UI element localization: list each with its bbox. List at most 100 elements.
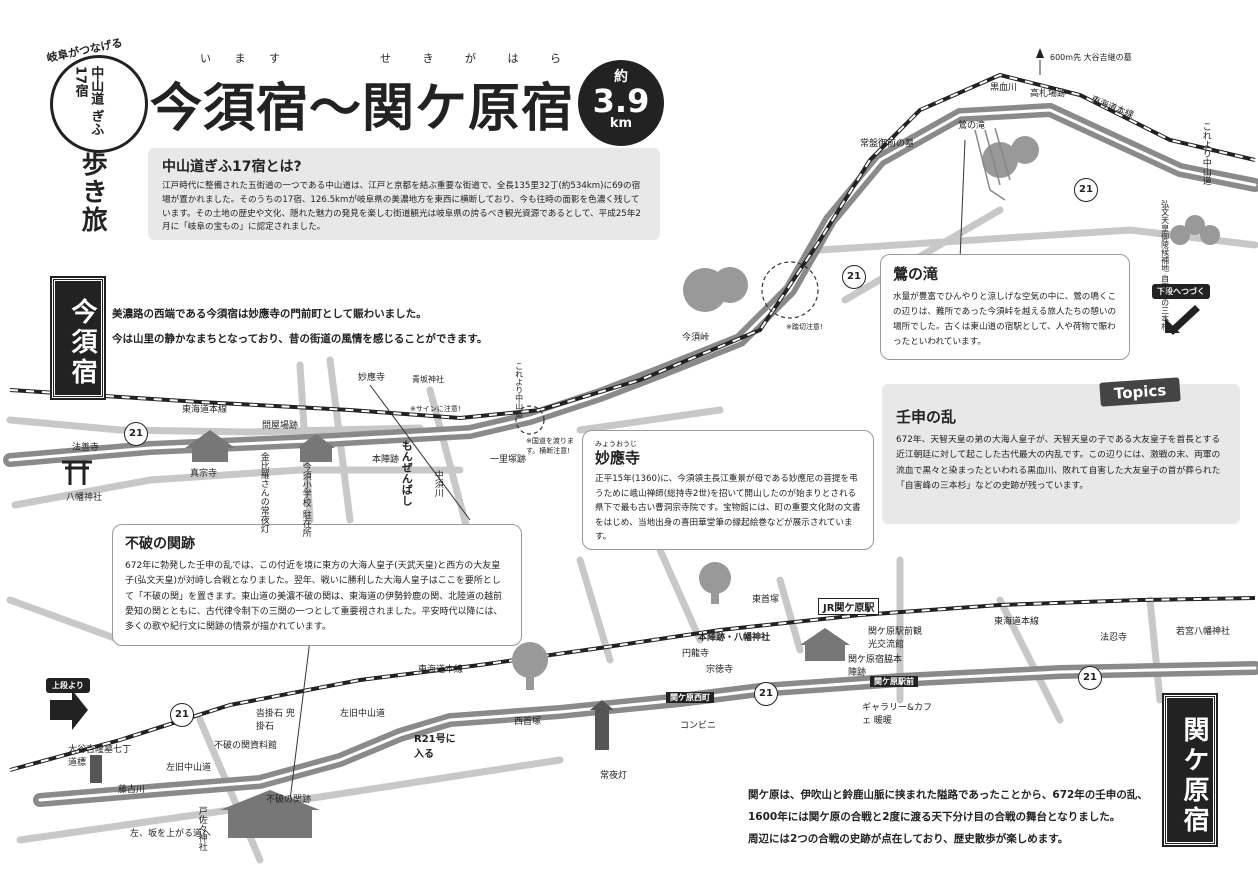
from-upper-label[interactable]: 上段より <box>46 678 90 693</box>
sekigahara-desc-line2: 1600年には関ケ原の合戦と2度に渡る天下分け目の合戦の舞台となりました。 <box>748 811 1121 824</box>
sasaka-shrine-label: 戸佐々神社 <box>196 806 207 851</box>
otani-label: 600m先 大谷吉継の墓 <box>1050 53 1132 62</box>
crossing-caution-label: ※踏切注意! <box>786 323 823 331</box>
route-21-marker: 21 <box>754 682 778 706</box>
down-arrow-shape <box>1168 305 1200 335</box>
uphill-label: 左、坂を上がる道へ <box>130 829 212 839</box>
imasu-school-label: 今須小学校 駐在所 <box>300 462 311 537</box>
topics-body: 672年、天智天皇の弟の大海人皇子が、天智天皇の子である大友皇子を首長とする近江… <box>896 435 1221 492</box>
ruby-imasu: い ま す <box>200 52 290 65</box>
imasu-desc-line1: 美濃路の西端である今須宿は妙應寺の門前町として賑わいました。 <box>112 308 427 320</box>
hachiman-label: 八幡神社 <box>66 493 103 503</box>
gallery-label: ギャラリー&カフェ 暖暖 <box>862 703 933 726</box>
road-caution-label: ※国道を渡ります。横断注意! <box>526 437 574 455</box>
korekara-mid-label: これより中山道 <box>514 362 524 418</box>
ichirizuka-label: 一里塚跡 <box>490 455 527 465</box>
route-21-marker: 21 <box>842 265 866 289</box>
tree-icons <box>512 136 1220 690</box>
uguisu-heading: 鶯の滝 <box>893 265 939 283</box>
wakamiya-label: 若宮八幡神社 <box>1176 627 1231 637</box>
korekara-top-label: これより中山道 <box>1200 122 1211 185</box>
myoouji-heading: 妙應寺 <box>595 449 641 467</box>
distance-badge: 約 3.9 km <box>578 60 664 146</box>
r21-enter-label: R21号に入る <box>414 734 456 760</box>
ruby-sekigahara: せ き が は ら <box>380 52 575 65</box>
fuwa-museum-label: 不破の関資料館 <box>214 741 278 751</box>
imasu-desc-line2: 今は山里の静かなまちとなっており、昔の街道の風情を感じることができます。 <box>112 333 488 345</box>
imasu-desc: 美濃路の西端である今須宿は妙應寺の門前町として賑わいました。 今は山里の静かなま… <box>112 306 487 346</box>
torii-icon <box>62 460 92 485</box>
otani-shichichou-label: 大谷吉隆墓七丁 道標 <box>68 745 132 768</box>
hoshoji-label: 法善寺 <box>72 443 100 453</box>
waterfall-illustration <box>974 127 1011 201</box>
higashikubi-label: 東首塚 <box>752 595 780 605</box>
kanepira-label: 金比羅さんの常夜灯 <box>258 452 269 533</box>
sign-caution-circle <box>515 405 545 435</box>
tokaido-label: 東海道本線 <box>182 405 228 415</box>
konbini-label: コンビニ <box>680 721 717 731</box>
fuwa-box: 不破の関跡 672年に勃発した壬申の乱では、この付近を境に東方の大海人皇子(天武… <box>112 524 522 646</box>
route-21-marker: 21 <box>1078 666 1102 690</box>
entakuji-label: 円龍寺 <box>682 649 710 659</box>
imasu-banner: 今須宿 <box>50 276 106 400</box>
uguisu-box: 鶯の滝 水量が豊富でひんやりと涼しげな空気の中に、鶯の鳴くこの辺りは、難所であっ… <box>880 254 1130 360</box>
sekigahara-desc-line3: 周辺には2つの合戦の史跡が点在しており、歴史散歩が楽しめます。 <box>748 833 1069 846</box>
route-21-marker: 21 <box>1074 178 1098 202</box>
fuwa-seki-label: 不破の関跡 <box>266 795 312 805</box>
nakasu-river-label: 中須川 <box>432 470 443 497</box>
mondenbashi-label: もんぜんばし <box>400 440 414 506</box>
uguisu-body: 水量が豊富でひんやりと涼しげな空気の中に、鶯の鳴くこの辺りは、難所であった今須峠… <box>893 292 1117 348</box>
distance-prefix: 約 <box>614 69 628 85</box>
toiya-label: 問屋場跡 <box>262 421 299 431</box>
sotokuji-label: 宗徳寺 <box>706 665 734 675</box>
sekigahara-desc: 関ケ原は、伊吹山と鈴鹿山脈に挟まれた隘路であったことから、672年の壬申の乱、 … <box>748 784 1148 850</box>
temple-icons <box>185 430 850 838</box>
kuroti-river-label: 黒血川 <box>990 83 1018 93</box>
houkoji-label: 法忍寺 <box>1100 633 1128 643</box>
jouyatou-label: 常夜灯 <box>600 771 628 781</box>
wakimiya-label: 関ケ原宿脇本陣跡 <box>848 655 903 678</box>
fuwa-heading: 不破の関跡 <box>125 536 195 552</box>
nishikubi-label: 西首塚 <box>514 717 542 727</box>
topics-heading: 壬申の乱 <box>896 408 957 426</box>
to-lower-label[interactable]: 下段へつづく <box>1152 284 1210 299</box>
tokaido-label: 東海道本線 <box>994 617 1040 627</box>
series-logo <box>50 55 148 153</box>
kyunakasen-label: 左旧中山道 <box>340 709 386 719</box>
leader-lines <box>289 60 1041 801</box>
distance-value: 3.9 <box>592 82 650 120</box>
fujikawa-label: 藤古川 <box>118 785 146 795</box>
intro-heading: 中山道ぎふ17宿とは? <box>162 159 302 175</box>
myoouji-box: みょうおうじ 妙應寺 正平15年(1360)に、今須領主長江重景が母である妙應尼… <box>582 430 874 550</box>
page-title: 今須宿〜関ケ原宿 <box>150 79 575 139</box>
sekigahara-ekimae-label: 関ケ原駅前 <box>870 676 918 687</box>
sekigahara-banner: 関ケ原宿 <box>1162 693 1218 847</box>
honjin-imasu-label: 本陣跡 <box>372 455 400 465</box>
kyunakasen2-label: 左旧中山道 <box>166 763 212 773</box>
sign-caution-label: ※サインに注意! <box>410 405 461 413</box>
series-subtitle: 歩き旅 <box>77 150 108 234</box>
sekigahara-desc-line1: 関ケ原は、伊吹山と鈴鹿山脈に挟まれた隘路であったことから、672年の壬申の乱、 <box>748 789 1148 801</box>
aosaka-label: 青坂神社 <box>412 375 444 384</box>
uguisu-small-label: 鶯の滝 <box>958 121 986 131</box>
intro-box: 中山道ぎふ17宿とは? 江戸時代に整備された五街道の一つである中山道は、江戸と京… <box>148 148 660 240</box>
myoouji-map-label: 妙應寺 <box>358 373 386 383</box>
crossing-caution-circle <box>761 261 819 319</box>
topics-box: 壬申の乱 672年、天智天皇の弟の大海人皇子が、天智天皇の子である大友皇子を首長… <box>882 384 1240 524</box>
myoouji-ruby: みょうおうじ <box>595 440 637 448</box>
honjin-hachiman-label: 本陣跡・八幡神社 <box>698 633 771 643</box>
kabutokake-label: 沓掛石 兜掛石 <box>256 709 295 732</box>
jr-sekigahara-station: JR関ケ原駅 <box>818 598 880 615</box>
sekigahara-nishi-label: 関ケ原西町 <box>666 692 714 703</box>
right-arrow-shape <box>50 690 88 730</box>
imasu-pass-label: 今須峠 <box>682 333 710 343</box>
takafuda-label: 高札場跡 <box>1030 89 1067 99</box>
series-logo-inner: 中山道 ぎふ17宿 <box>72 66 104 136</box>
north-arrow-icon <box>1036 48 1044 58</box>
myoouji-body: 正平15年(1360)に、今須領主長江重景が母である妙應尼の菩提を弔うために峨山… <box>595 474 861 543</box>
sanbonsugi-label: 弘文天皇御陵候補地 自害峰の三本杉 <box>1160 200 1170 331</box>
fuwa-body: 672年に勃発した壬申の乱では、この付近を境に東方の大海人皇子(天武天皇)と西方… <box>125 561 503 633</box>
kankou-label: 関ケ原駅前観光交流館 <box>868 627 923 650</box>
distance-unit: km <box>609 116 633 131</box>
